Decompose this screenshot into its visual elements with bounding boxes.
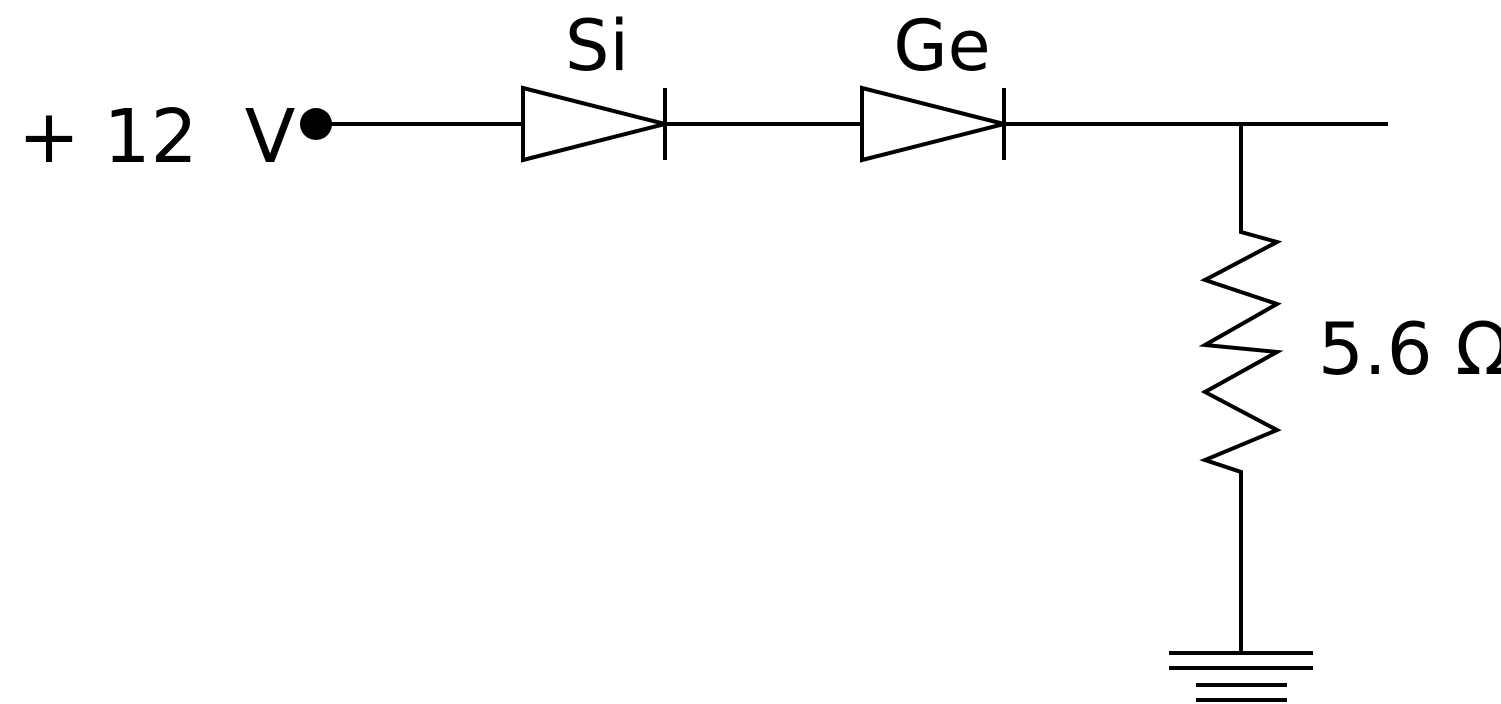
resistor-symbol: [1198, 228, 1284, 476]
resistor-value-label: 5.6 Ω: [1318, 307, 1501, 391]
diode-ge-label: Ge: [893, 5, 990, 87]
diode-si-label: Si: [565, 5, 629, 87]
diode-si-triangle: [521, 85, 666, 163]
diode-si: [521, 85, 667, 163]
diode-ge-triangle: [860, 85, 1005, 163]
ground-symbol: [1169, 651, 1313, 702]
diode-ge: [860, 85, 1006, 163]
source-voltage-label: + 12 V: [18, 94, 296, 180]
